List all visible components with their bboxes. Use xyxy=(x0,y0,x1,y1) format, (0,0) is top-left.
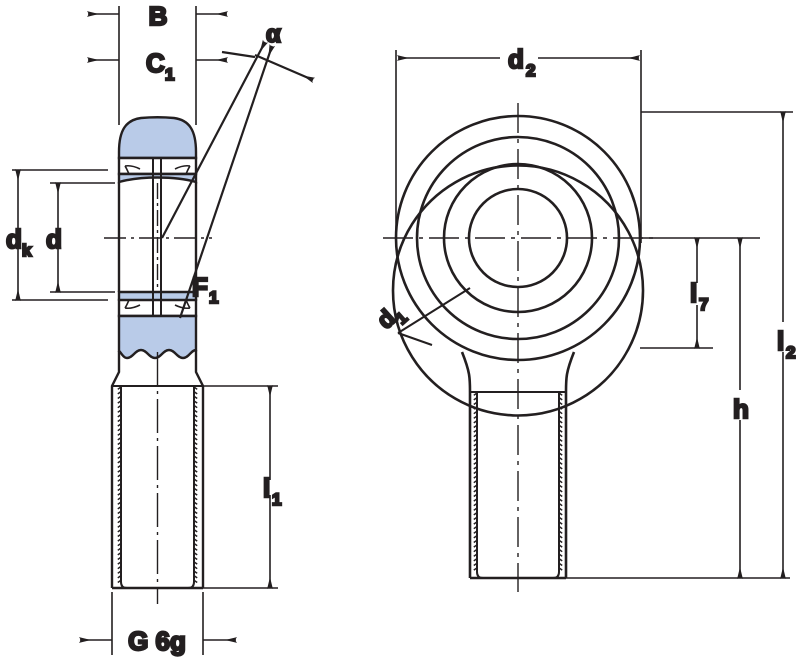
dimension-label-C1-subscript: 1 xyxy=(165,65,174,84)
dimension-label-G6g: G 6g xyxy=(128,626,186,656)
lower-bore-split-lines xyxy=(152,291,162,317)
dimension-label-B: B xyxy=(149,1,168,31)
upper-seal-hooks xyxy=(124,164,191,175)
dimension-label-l7: l xyxy=(690,278,697,308)
dimension-label-F1: F xyxy=(192,272,208,302)
dimension-label-alpha: α xyxy=(266,21,281,48)
leader-d1-angled xyxy=(397,287,471,346)
dimension-label-C1: C xyxy=(146,48,165,78)
dimension-label-l1-subscript: 1 xyxy=(272,490,281,509)
upper-bore-split-lines xyxy=(152,157,162,183)
dimension-label-F1-subscript: 1 xyxy=(209,288,218,307)
upper-outer-race xyxy=(117,116,198,160)
dimension-label-h: h xyxy=(733,394,749,424)
upper-inner-race xyxy=(117,172,198,184)
dim-extension-lines-d2 xyxy=(395,50,642,243)
housing-outline xyxy=(391,164,645,417)
front-view-thread-serrations xyxy=(473,392,563,571)
dim-extension-lines-bottom xyxy=(111,592,204,655)
ball-bore-inclined-lines xyxy=(152,183,162,292)
dimension-label-l7-subscript: 7 xyxy=(699,295,708,314)
dimension-l1 xyxy=(199,385,278,589)
lower-outer-race xyxy=(117,314,198,360)
dimension-label-dk-subscript: k xyxy=(22,241,32,260)
dimension-label-dk: d xyxy=(6,224,22,254)
dim-extension-lines-l7 xyxy=(640,237,760,349)
dimension-label-d2: d xyxy=(508,44,524,74)
dimension-label-d2-subscript: 2 xyxy=(526,61,535,80)
dimension-label-d1-angled-group: d 1 xyxy=(371,303,413,335)
dimension-dk xyxy=(12,169,108,301)
front-view-shank xyxy=(460,351,576,580)
dimension-d xyxy=(50,182,115,293)
front-view-centerlines xyxy=(383,103,657,592)
dimension-label-l1: l xyxy=(263,473,270,503)
angle-alpha-leaders xyxy=(161,39,316,319)
dimension-label-l2: l xyxy=(777,326,784,356)
dimension-label-d: d xyxy=(46,224,62,254)
drawing-geometry: B C 1 α d k d F 1 l 1 xyxy=(5,0,797,657)
dim-extension-lines-top xyxy=(118,6,197,125)
thread-serrations xyxy=(117,386,198,584)
dimension-label-l2-subscript: 2 xyxy=(786,343,795,362)
